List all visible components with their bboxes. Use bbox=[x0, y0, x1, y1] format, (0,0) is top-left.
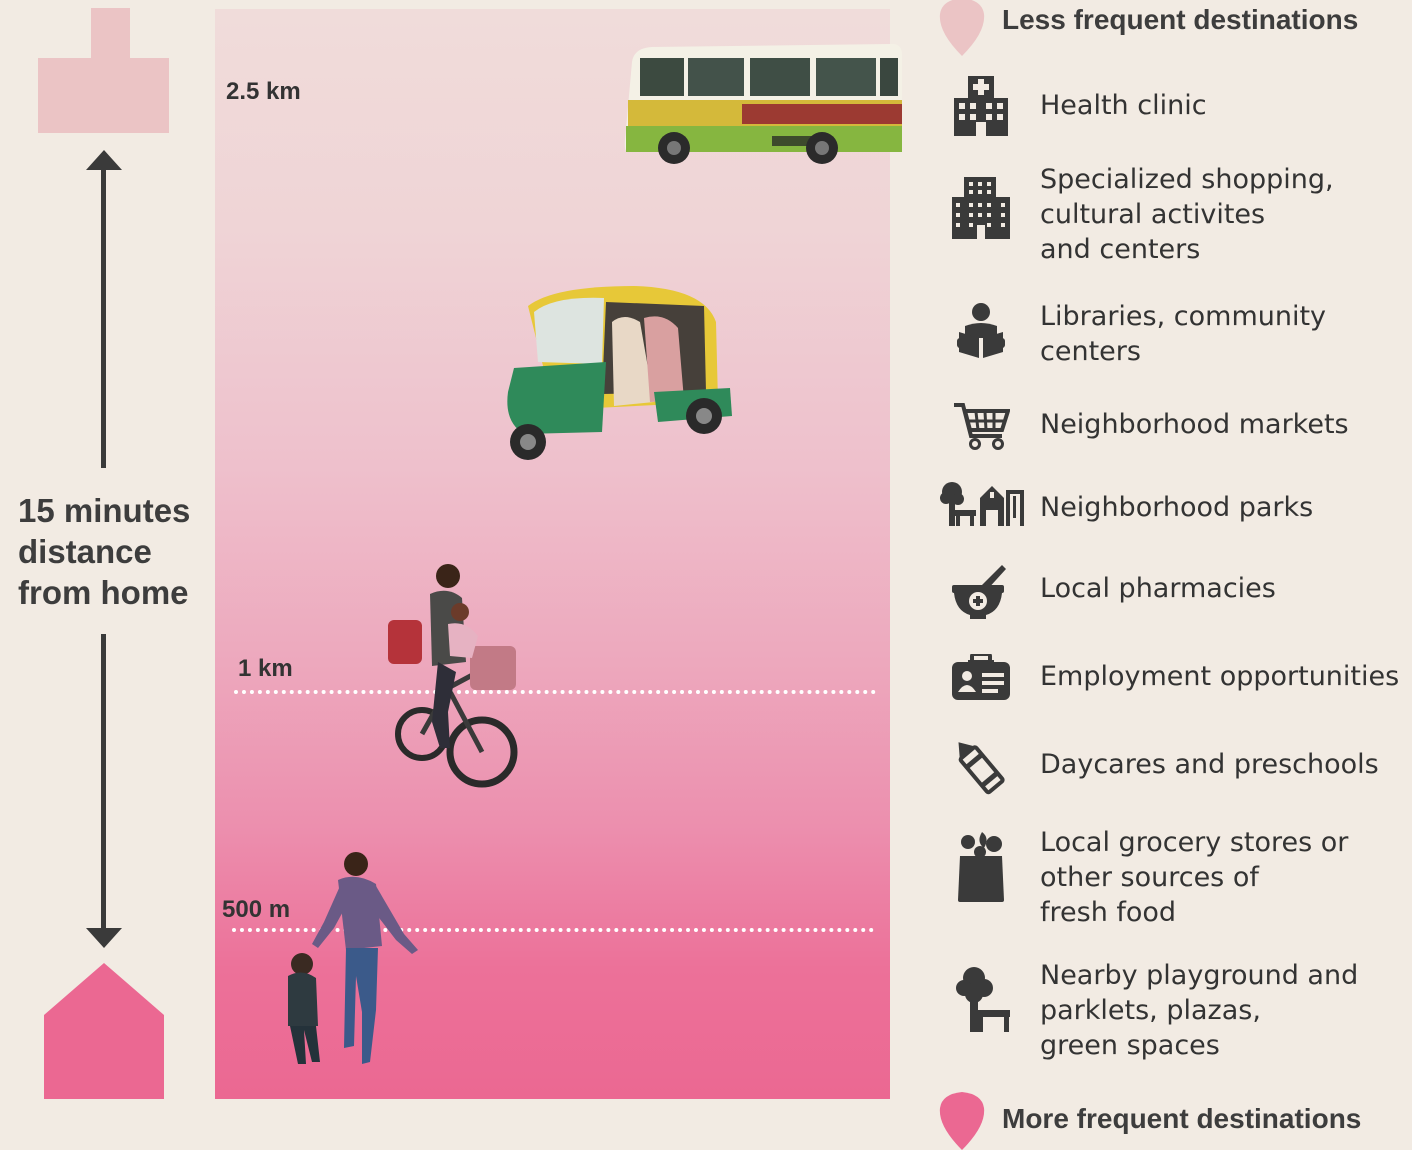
mortar-pestle-icon bbox=[952, 565, 1006, 619]
more-frequent-label: More frequent destinations bbox=[1002, 1103, 1362, 1134]
destination-item: Local grocery stores or other sources of… bbox=[1040, 825, 1412, 930]
reader-icon bbox=[957, 303, 1005, 358]
bus-image bbox=[624, 44, 902, 164]
destination-label: and centers bbox=[1040, 234, 1201, 265]
distance-label: 15 minutes distance from home bbox=[18, 490, 208, 613]
destination-label: centers bbox=[1040, 336, 1141, 367]
distance-1km-label: 1 km bbox=[238, 655, 293, 682]
destination-label: Specialized shopping, bbox=[1040, 164, 1334, 195]
tree-bench-icon bbox=[956, 967, 1010, 1032]
distance-label-line: distance bbox=[18, 533, 152, 570]
destination-item: Employment opportunities bbox=[1040, 659, 1412, 694]
less-frequent-label: Less frequent destinations bbox=[1002, 4, 1359, 35]
destination-label: other sources of bbox=[1040, 862, 1259, 893]
distance-arrow bbox=[86, 150, 122, 948]
destination-item: Neighborhood parks bbox=[1040, 490, 1412, 525]
destination-label: Neighborhood parks bbox=[1040, 492, 1314, 523]
destination-item: Daycares and preschools bbox=[1040, 747, 1412, 782]
buildings-icon bbox=[952, 177, 1010, 239]
shopping-cart-icon bbox=[954, 403, 1010, 450]
destination-label: green spaces bbox=[1040, 1030, 1220, 1061]
distance-label-line: from home bbox=[18, 574, 189, 611]
cyclist-image bbox=[388, 564, 518, 788]
walking-mother-child-image bbox=[288, 852, 418, 1064]
crayon-icon bbox=[958, 742, 1005, 795]
destination-label: Libraries, community bbox=[1040, 301, 1327, 332]
less-frequent-pin-icon bbox=[939, 0, 985, 56]
office-building-icon bbox=[38, 8, 169, 133]
destination-item: Specialized shopping, cultural activites… bbox=[1040, 162, 1412, 267]
hospital-icon bbox=[954, 76, 1008, 136]
destination-label: fresh food bbox=[1040, 897, 1177, 928]
destination-label: Local pharmacies bbox=[1040, 573, 1276, 604]
distance-label-line: 15 minutes bbox=[18, 492, 191, 529]
destination-item: Libraries, community centers bbox=[1040, 299, 1412, 369]
destination-label: Nearby playground and bbox=[1040, 960, 1359, 991]
distance-500m-label: 500 m bbox=[222, 896, 291, 923]
destination-label: cultural activites bbox=[1040, 199, 1266, 230]
more-frequent-pin-icon bbox=[939, 1092, 985, 1150]
home-icon bbox=[44, 963, 164, 1099]
destination-label: Daycares and preschools bbox=[1040, 749, 1379, 780]
1km-dotted-line bbox=[234, 690, 876, 694]
grocery-bag-icon bbox=[958, 832, 1004, 902]
500m-dotted-line bbox=[232, 928, 874, 932]
destination-item: Nearby playground and parklets, plazas, … bbox=[1040, 958, 1412, 1063]
destination-label: Local grocery stores or bbox=[1040, 827, 1349, 858]
destination-item: Local pharmacies bbox=[1040, 571, 1412, 606]
park-icon bbox=[940, 482, 1024, 526]
destination-label: Neighborhood markets bbox=[1040, 409, 1349, 440]
distance-2-5km-label: 2.5 km bbox=[226, 78, 301, 105]
destination-item: Neighborhood markets bbox=[1040, 407, 1412, 442]
destination-label: Health clinic bbox=[1040, 90, 1207, 121]
destination-label: parklets, plazas, bbox=[1040, 995, 1261, 1026]
auto-rickshaw-image bbox=[507, 286, 732, 460]
destination-label: Employment opportunities bbox=[1040, 661, 1400, 692]
destination-item: Health clinic bbox=[1040, 88, 1412, 123]
id-badge-icon bbox=[952, 654, 1010, 700]
